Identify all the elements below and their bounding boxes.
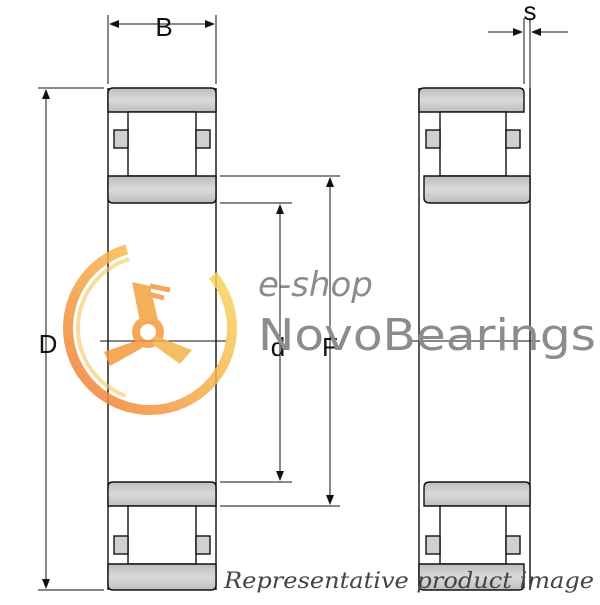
right-inner-ring-top (423, 175, 531, 204)
label-outer-diameter: D (39, 329, 58, 359)
label-b: B (155, 12, 172, 42)
outer-ring-bottom (107, 563, 217, 591)
cage-top-right (195, 129, 211, 149)
right-cage-bottom-right (505, 535, 521, 555)
inner-ring-bottom (107, 481, 217, 507)
right-cage-top-right (505, 129, 521, 149)
watermark-eshop-text: e-shop (258, 265, 373, 305)
novobearings-logo-icon (63, 241, 237, 415)
left-section-view (100, 87, 226, 591)
right-outer-ring-top (418, 87, 525, 113)
cage-bottom-left (113, 535, 129, 555)
right-section-view (412, 87, 540, 591)
label-f: F (322, 332, 338, 362)
right-roller-top (439, 111, 507, 177)
right-inner-ring-bottom (423, 481, 531, 507)
inner-ring-top (107, 175, 217, 204)
outer-ring-top (107, 87, 217, 113)
watermark-brand-text: NovoBearings (258, 310, 596, 361)
label-bore-diameter: d (271, 332, 285, 362)
roller-bottom (127, 505, 197, 565)
dimension-lines (38, 15, 568, 591)
right-cage-bottom-left (425, 535, 441, 555)
caption-representative-image: Representative product image (223, 569, 594, 594)
right-outer-ring-bottom (418, 563, 525, 591)
right-roller-bottom (439, 505, 507, 565)
right-cage-top-left (425, 129, 441, 149)
cage-bottom-right (195, 535, 211, 555)
roller-top (127, 111, 197, 177)
cage-top-left (113, 129, 129, 149)
label-s: s (524, 0, 537, 26)
